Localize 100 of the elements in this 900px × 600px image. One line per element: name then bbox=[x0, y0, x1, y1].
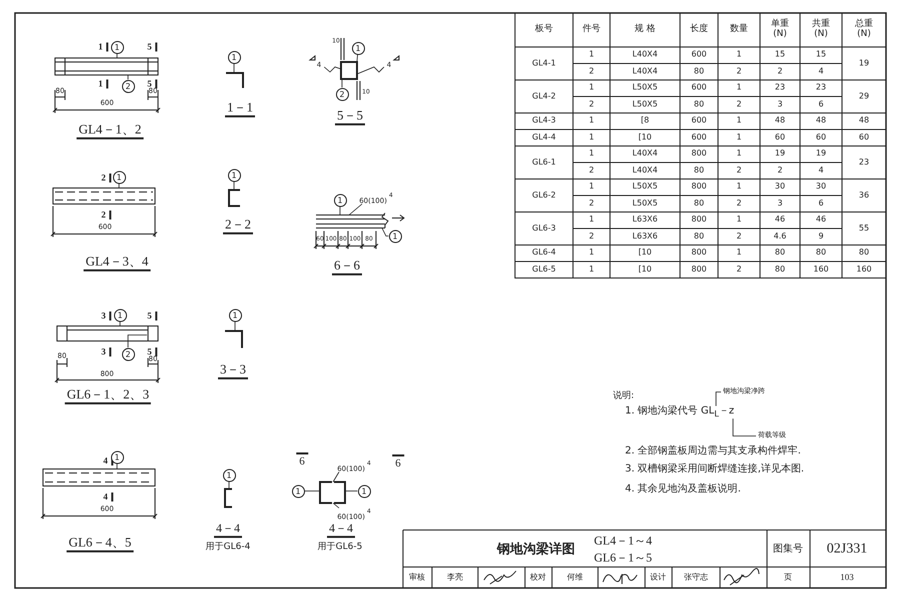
section-number: 2 bbox=[101, 174, 111, 182]
table-entry: 19 bbox=[816, 150, 826, 159]
field-label: 校对 bbox=[530, 574, 546, 582]
table-entry: [10 bbox=[638, 265, 652, 274]
table-entry: 600 bbox=[691, 133, 707, 142]
view-title: 4－4 bbox=[214, 522, 242, 538]
weld-size: 4 bbox=[366, 460, 371, 467]
table-entry: 3 bbox=[777, 100, 783, 110]
table-entry: 46 bbox=[816, 216, 826, 225]
view-title: 6－6 bbox=[332, 258, 362, 276]
table-entry: 60 bbox=[858, 133, 870, 142]
view-title: 1－1 bbox=[225, 100, 255, 118]
callout-number: 1 bbox=[388, 230, 402, 242]
table-entry: 600 bbox=[691, 84, 707, 93]
table-entry: 1 bbox=[736, 116, 742, 126]
table-entry: 800 bbox=[691, 182, 707, 192]
beam-elevation-drawing bbox=[56, 326, 158, 342]
table-entry: 36 bbox=[858, 191, 870, 200]
table-entry: 800 bbox=[691, 150, 707, 159]
table-entry: 2 bbox=[588, 166, 594, 176]
table-entry: 1 bbox=[588, 133, 594, 142]
table-entry: 2 bbox=[588, 67, 594, 76]
table-entry: L50X5 bbox=[632, 199, 658, 208]
table-entry: 23 bbox=[774, 84, 786, 93]
table-entry: GL4-1 bbox=[532, 59, 556, 68]
table-entry: 1 bbox=[588, 50, 594, 60]
weld-size: 4 bbox=[366, 508, 371, 515]
section-number: 5 bbox=[147, 80, 157, 88]
table-entry: [8 bbox=[640, 116, 650, 126]
view-title: GL6－1、2、3 bbox=[64, 387, 152, 405]
table-entry: 80 bbox=[694, 166, 704, 176]
table-header: 数量 bbox=[729, 25, 749, 35]
table-entry: 80 bbox=[816, 248, 826, 258]
table-header: 共重 (N) bbox=[811, 20, 831, 40]
table-entry: 2 bbox=[777, 166, 783, 176]
table-entry: GL6-1 bbox=[532, 158, 556, 167]
leader-line bbox=[116, 463, 118, 470]
channel-section-drawing bbox=[228, 189, 240, 207]
callout-number: 1 bbox=[112, 170, 126, 184]
leader-line bbox=[382, 228, 389, 236]
leader-line bbox=[356, 54, 358, 62]
leader-line bbox=[332, 472, 340, 482]
view-title: 2－2 bbox=[223, 217, 253, 235]
section-number: 1 bbox=[98, 80, 108, 88]
table-header: 板号 bbox=[534, 25, 554, 35]
table-entry: 2 bbox=[588, 232, 594, 242]
drawing-code: GL4－1～4 bbox=[594, 534, 652, 548]
table-entry: 19 bbox=[858, 59, 870, 68]
table-entry: 2 bbox=[588, 100, 594, 110]
table-entry: GL6-4 bbox=[532, 248, 556, 258]
section-number: 1 bbox=[98, 42, 108, 52]
table-entry: 2 bbox=[736, 166, 742, 176]
table-header: 单重 (N) bbox=[770, 20, 790, 40]
field-label: 页 bbox=[784, 574, 792, 582]
leader-line bbox=[324, 66, 342, 73]
callout-number: 1 bbox=[222, 468, 236, 482]
leader-line bbox=[716, 392, 722, 406]
box-section-drawing bbox=[340, 61, 358, 80]
section-number: 5 bbox=[147, 312, 157, 320]
view-title: 5－5 bbox=[335, 108, 365, 126]
table-entry: [10 bbox=[638, 133, 652, 142]
table-entry: 2 bbox=[736, 265, 742, 274]
callout-number: 1 bbox=[228, 50, 240, 64]
table-entry: 1 bbox=[736, 248, 742, 258]
table-entry: 80 bbox=[774, 248, 786, 258]
callout-number: 2 bbox=[122, 80, 134, 92]
note-text: 1. 钢地沟梁代号 GL$_{L}$－z bbox=[625, 405, 734, 419]
table-entry: 1 bbox=[588, 216, 594, 225]
table-entry: 800 bbox=[691, 248, 707, 258]
note-text: 2. 全部钢盖板周边需与其支承构件焊牢. bbox=[625, 446, 801, 456]
leader-line bbox=[344, 490, 358, 492]
leader-line bbox=[128, 334, 148, 348]
table-entry: 2 bbox=[736, 100, 742, 110]
channel-section-drawing bbox=[224, 488, 232, 508]
table-header: 总重 (N) bbox=[854, 20, 874, 40]
table-entry: 4 bbox=[818, 67, 824, 76]
leader-line bbox=[304, 490, 320, 492]
section-number: 5 bbox=[147, 42, 157, 52]
table-entry: 1 bbox=[588, 248, 594, 258]
table-entry: 1 bbox=[736, 133, 742, 142]
table-entry: 80 bbox=[694, 232, 704, 242]
table-entry: 1 bbox=[736, 50, 742, 60]
page-number: 103 bbox=[840, 573, 854, 583]
leader-line bbox=[732, 418, 756, 436]
table-header: 件号 bbox=[582, 25, 602, 35]
table-entry: L40X4 bbox=[632, 166, 658, 176]
table-header: 长度 bbox=[689, 25, 709, 35]
table-entry: L40X4 bbox=[632, 50, 658, 60]
table-entry: 3 bbox=[777, 199, 783, 208]
table-entry: L50X5 bbox=[632, 84, 658, 93]
drawing-code: GL6－1～5 bbox=[594, 551, 652, 565]
table-entry: 2 bbox=[736, 199, 742, 208]
table-entry: 23 bbox=[858, 158, 870, 167]
table-entry: 1 bbox=[588, 150, 594, 159]
table-entry: 2 bbox=[736, 232, 742, 242]
table-entry: [10 bbox=[638, 248, 652, 258]
callout-number: 1 bbox=[110, 40, 124, 54]
table-entry: GL6-2 bbox=[532, 191, 556, 200]
leader-line bbox=[356, 66, 384, 74]
table-entry: 80 bbox=[694, 67, 704, 76]
